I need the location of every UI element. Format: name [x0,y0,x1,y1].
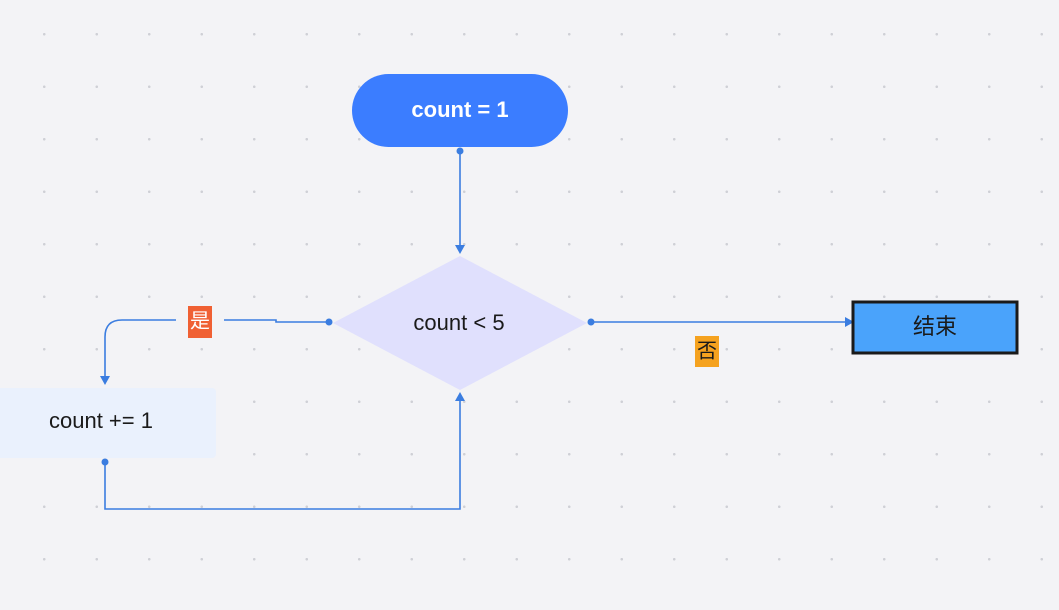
edge-no-arrowhead [845,317,854,327]
edge-yes-arrowhead [100,376,110,385]
edge-loop-arrowhead [455,392,465,401]
process-node-label: count += 1 [49,408,153,433]
edge-process-to-decision-loop[interactable] [101,392,466,510]
decision-node[interactable]: count < 5 [333,256,587,390]
edge-start-to-decision[interactable] [455,147,465,255]
edge-label-no-tag [695,336,719,367]
edge-label-no-text: 否 [697,339,717,363]
edge-label-yes[interactable]: 是 [176,305,224,338]
end-node-shape [851,300,1019,355]
end-node[interactable]: 结束 [851,300,1019,355]
start-node-label: count = 1 [411,97,508,122]
edge-no-anchor-dot [587,318,595,326]
edge-label-yes-tag [188,306,212,338]
start-node-shape [352,74,568,147]
edge-label-no[interactable]: 否 [695,336,719,367]
edge-start-anchor-dot [456,147,464,155]
end-node-label: 结束 [913,314,957,339]
process-node[interactable]: count += 1 [0,388,216,458]
edge-decision-to-end-no[interactable] [587,317,855,327]
edge-decision-to-process-yes[interactable] [100,318,333,386]
start-node[interactable]: count = 1 [352,74,568,147]
edge-start-arrowhead [455,245,465,254]
edge-label-yes-text: 是 [190,309,210,333]
edge-loop-anchor-dot [101,458,109,466]
process-node-shape [0,388,216,458]
decision-node-shape [333,256,587,390]
edge-yes-anchor-dot [325,318,333,326]
decision-node-label: count < 5 [413,310,504,335]
